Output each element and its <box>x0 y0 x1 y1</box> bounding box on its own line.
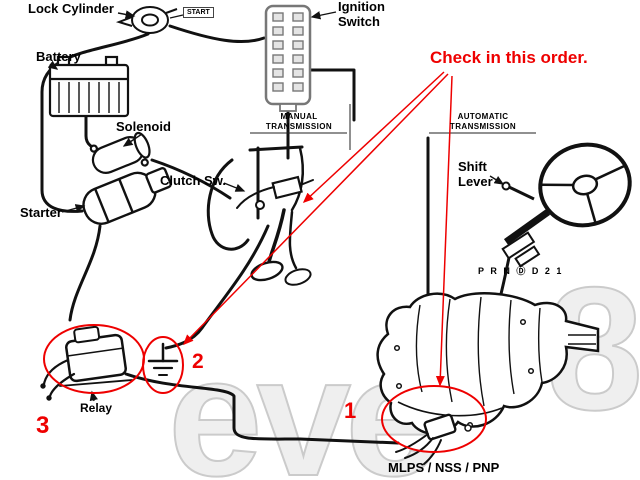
mlps-connector-graphic <box>395 413 472 465</box>
manual-transmission-header: MANUAL TRANSMISSION <box>265 112 333 132</box>
section-divider-lines <box>250 104 536 150</box>
mlps-label: MLPS / NSS / PNP <box>388 460 500 475</box>
ignition-switch-graphic <box>264 4 312 112</box>
check-order-annotation-ellipses <box>43 324 487 453</box>
relay-graphic <box>40 325 133 401</box>
ground-symbol-graphic <box>147 342 179 376</box>
ignition-switch-label: Ignition Switch <box>338 0 385 29</box>
battery-graphic <box>48 55 130 118</box>
check-order-annotation-text: Check in this order. <box>430 48 588 67</box>
start-tag-label: START <box>183 7 214 18</box>
starter-label: Starter <box>20 205 62 220</box>
step-1-annotation: 1 <box>344 398 357 423</box>
automatic-transmission-header: AUTOMATIC TRANSMISSION <box>449 112 517 132</box>
clutch-switch-label: Clutch Sw. <box>160 173 226 188</box>
solenoid-label: Solenoid <box>116 119 171 134</box>
gear-indicator-label: P R N Ⓓ D 2 1 <box>478 266 564 276</box>
wiring-harness-graphic <box>40 24 513 445</box>
relay-label: Relay <box>80 401 113 415</box>
clutch-pedal-graphic <box>236 145 314 286</box>
shift-lever-label: Shift Lever <box>458 159 493 189</box>
starter-graphic <box>82 167 172 225</box>
transmission-graphic <box>376 292 600 435</box>
lock-cylinder-graphic <box>115 6 184 34</box>
lock-cylinder-label: Lock Cylinder <box>28 1 114 16</box>
step-3-annotation: 3 <box>36 412 50 439</box>
steering-wheel-graphic <box>501 142 632 268</box>
check-order-annotation-lines <box>182 71 453 387</box>
step-2-annotation: 2 <box>192 350 204 373</box>
battery-label: Battery <box>36 49 81 64</box>
